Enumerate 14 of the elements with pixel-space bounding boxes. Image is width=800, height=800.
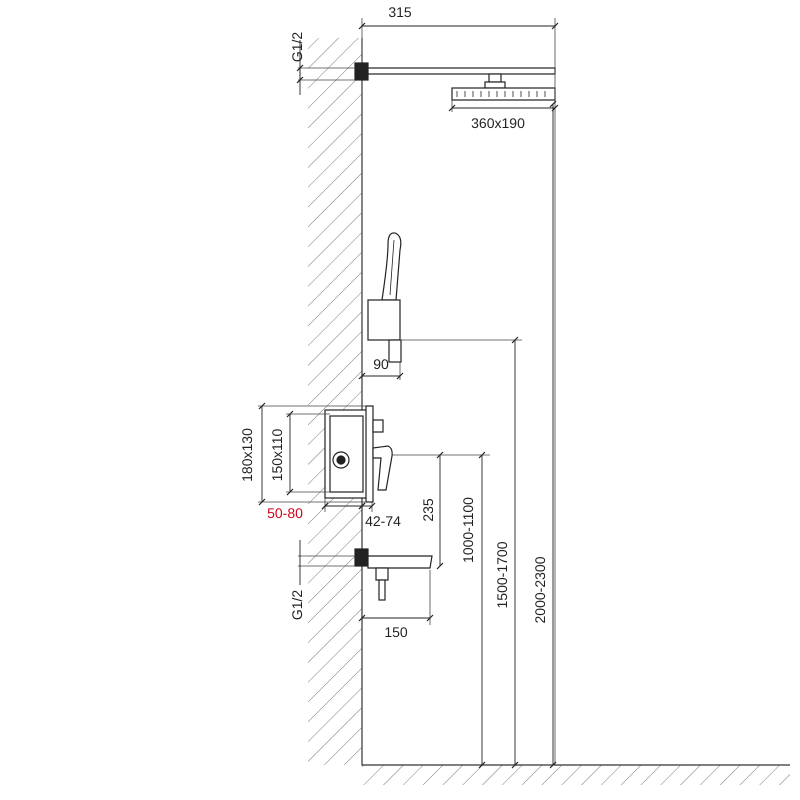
- dimension-label: 90: [373, 357, 389, 371]
- dimension-label: 360x190: [471, 116, 525, 130]
- dimension-label: 235: [421, 498, 435, 522]
- dimension-label: 1000-1100: [461, 497, 475, 563]
- dimension-label: 1500-1700: [495, 542, 509, 608]
- dimension-label: 180x130: [240, 428, 254, 482]
- dimension-label: 150x110: [270, 428, 284, 482]
- dimension-label: 315: [388, 5, 412, 19]
- dimension-label: 2000-2300: [533, 556, 547, 624]
- dimension-label: 50-80: [267, 506, 303, 520]
- dimension-label: G1/2: [290, 32, 304, 62]
- dimension-label: 42-74: [365, 514, 401, 528]
- dimension-label: 150: [384, 625, 408, 639]
- dimension-label: G1/2: [290, 590, 304, 620]
